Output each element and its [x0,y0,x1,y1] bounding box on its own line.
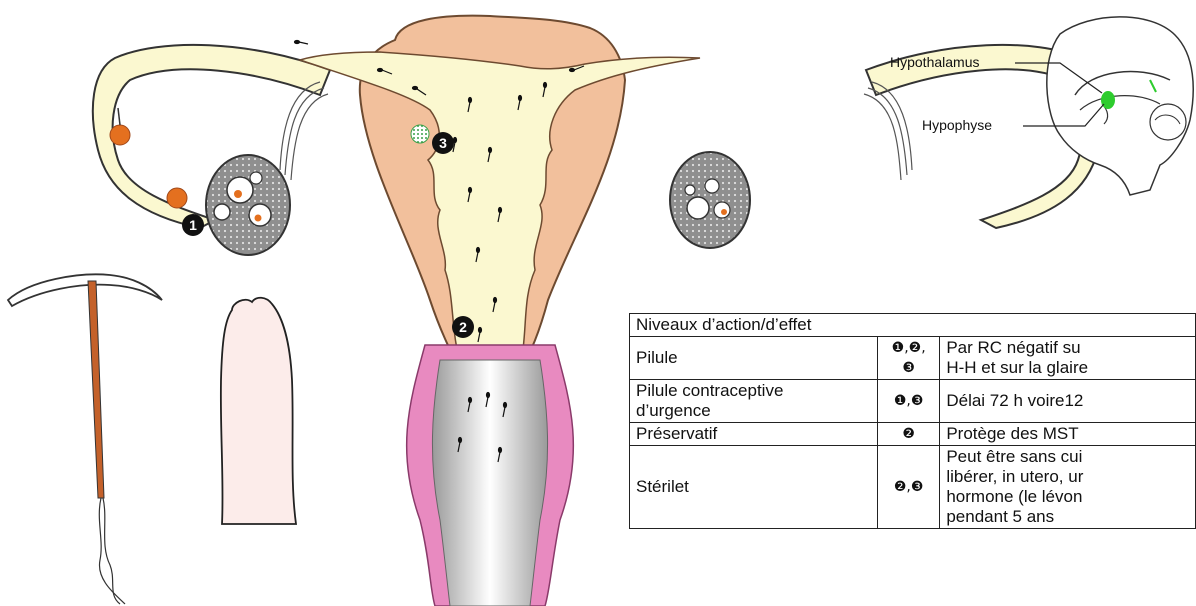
ovary-right [670,152,750,248]
marker-1: 1 [182,214,204,236]
effect-cell: Protège des MST [940,423,1196,446]
levels-cell: ❷ [877,423,939,446]
hypophyse-highlight [1101,91,1115,109]
method-cell: Stérilet [630,446,878,529]
vagina [407,345,574,606]
svg-text:2: 2 [459,319,467,335]
table-row: Pilule contraceptive d’urgence ❶,❸ Délai… [630,380,1196,423]
svg-text:1: 1 [189,217,197,233]
effect-cell: Par RC négatif su H-H et sur la glaire [940,337,1196,380]
brain-icon [1047,17,1193,195]
label-hypophyse: Hypophyse [922,117,992,133]
marker-3: 3 [432,132,454,154]
ovary-left [206,155,290,255]
levels-cell: ❶,❸ [877,380,939,423]
method-cell: Pilule [630,337,878,380]
svg-text:3: 3 [439,135,447,151]
method-cell: Préservatif [630,423,878,446]
embryo [411,125,429,143]
table-row: Préservatif ❷ Protège des MST [630,423,1196,446]
table-row: Stérilet ❷,❸ Peut être sans cui libérer,… [630,446,1196,529]
effect-cell: Peut être sans cui libérer, in utero, ur… [940,446,1196,529]
contraception-table-container: Niveaux d’action/d’effet Pilule ❶,❷, ❸ P… [629,313,1196,606]
iud-icon [8,274,162,604]
levels-cell: ❶,❷, ❸ [877,337,939,380]
marker-2: 2 [452,316,474,338]
effect-cell: Délai 72 h voire12 [940,380,1196,423]
table-header: Niveaux d’action/d’effet [630,314,1196,337]
table-header-row: Niveaux d’action/d’effet [630,314,1196,337]
condom-icon [221,298,296,524]
label-hypothalamus: Hypothalamus [890,54,980,70]
contraception-table: Niveaux d’action/d’effet Pilule ❶,❷, ❸ P… [629,313,1196,529]
levels-cell: ❷,❸ [877,446,939,529]
method-cell: Pilule contraceptive d’urgence [630,380,878,423]
table-row: Pilule ❶,❷, ❸ Par RC négatif su H-H et s… [630,337,1196,380]
